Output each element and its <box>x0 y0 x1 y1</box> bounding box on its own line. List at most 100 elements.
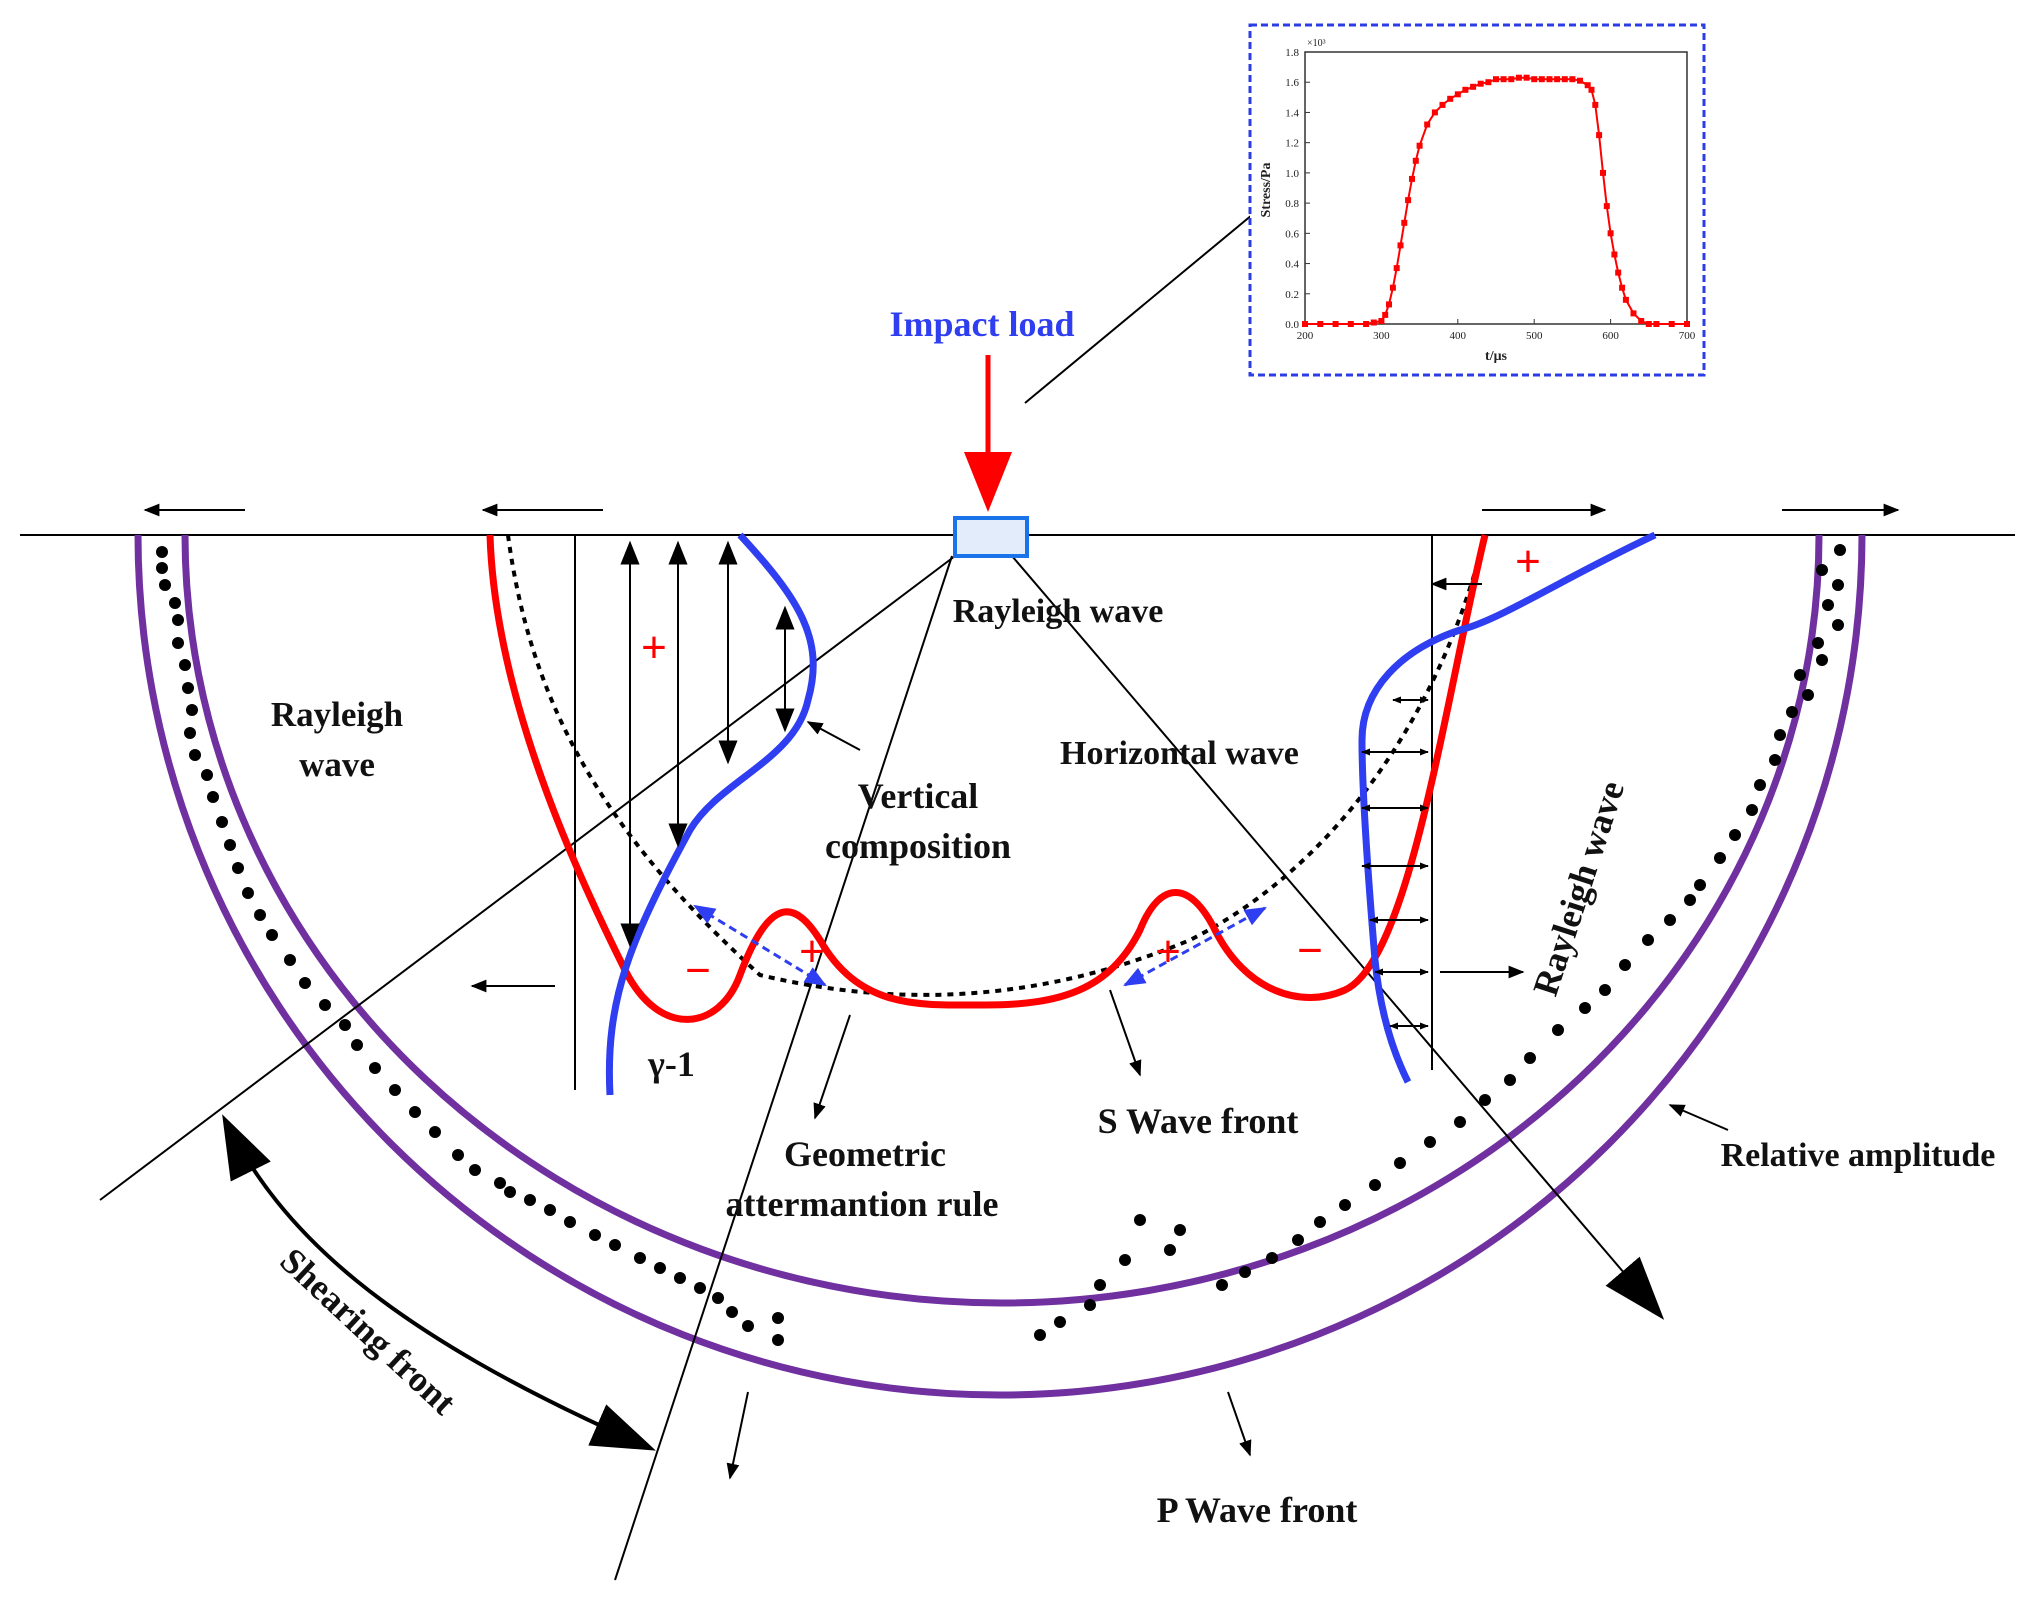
inset-stress-point <box>1603 203 1610 210</box>
inset-stress-point <box>1439 101 1446 108</box>
plus-sign-right-top: + <box>1515 537 1541 586</box>
inset-y-tick-label: 0.2 <box>1285 289 1299 301</box>
inset-stress-point <box>1684 321 1690 327</box>
amplitude-dot <box>339 1019 351 1031</box>
amplitude-dot <box>544 1204 556 1216</box>
rayleigh-wave-right-label: Rayleigh wave <box>1525 776 1632 1000</box>
amplitude-dot <box>1266 1252 1278 1264</box>
amplitude-dot <box>189 749 201 761</box>
geometric-rule-pointer <box>813 1014 851 1120</box>
inset-stress-point <box>1454 91 1461 98</box>
inset-stress-point <box>1493 76 1499 83</box>
s-wave-front-pointer <box>1109 989 1142 1077</box>
inset-stress-point <box>1302 321 1308 327</box>
amplitude-dot <box>1832 579 1844 591</box>
amplitude-dot <box>1816 564 1828 576</box>
amplitude-dot <box>494 1177 506 1189</box>
plus-sign-middle-left: + <box>799 927 825 976</box>
inset-stress-point <box>1397 242 1404 249</box>
amplitude-dot <box>1714 852 1726 864</box>
amplitude-dot <box>1619 959 1631 971</box>
inset-x-tick-label: 200 <box>1297 330 1314 342</box>
rayleigh-wave-left-label-line2: wave <box>299 745 375 784</box>
inset-stress-point <box>1401 219 1408 226</box>
s-wave-front-label: S Wave front <box>1098 1101 1299 1141</box>
amplitude-dot <box>1239 1266 1251 1278</box>
amplitude-dot <box>1822 599 1834 611</box>
amplitude-dot <box>1832 619 1844 631</box>
inset-stress-point <box>1577 77 1583 84</box>
amplitude-dot <box>266 929 278 941</box>
amplitude-dot <box>182 682 194 694</box>
inset-stress-point <box>1538 76 1545 83</box>
amplitude-dot <box>452 1149 464 1161</box>
amplitude-dot <box>409 1106 421 1118</box>
inset-stress-point <box>1462 86 1469 93</box>
inset-stress-point <box>1619 284 1626 291</box>
amplitude-dot <box>1664 914 1676 926</box>
horizontal-arrows <box>1361 696 1429 1030</box>
inset-stress-point <box>1500 76 1507 83</box>
rayleigh-wave-left-label-line1: Rayleigh <box>271 695 403 734</box>
amplitude-dot <box>186 704 198 716</box>
horizontal-wave-label: Horizontal wave <box>1060 735 1299 772</box>
amplitude-dot <box>1314 1216 1326 1228</box>
inset-stress-point <box>1630 310 1637 317</box>
amplitude-dot <box>1054 1316 1066 1328</box>
inset-stress-point <box>1523 74 1530 81</box>
inset-x-tick-label: 600 <box>1602 330 1619 342</box>
amplitude-dot <box>1834 544 1846 556</box>
impact-load-label: Impact load <box>889 304 1074 344</box>
inset-stress-point <box>1600 169 1606 176</box>
inset-stress-point <box>1382 311 1389 318</box>
amplitude-dot <box>589 1229 601 1241</box>
amplitude-dot <box>1642 934 1654 946</box>
amplitude-dot <box>207 791 219 803</box>
amplitude-dot <box>179 659 191 671</box>
inset-stress-point <box>1645 321 1652 327</box>
amplitude-dot <box>742 1320 754 1332</box>
inset-x-axis-label: t/μs <box>1485 349 1507 364</box>
inset-stress-point <box>1546 76 1553 83</box>
amplitude-dot <box>1119 1254 1131 1266</box>
vertical-composition-pointer <box>806 721 861 751</box>
inset-stress-point <box>1347 321 1354 327</box>
inset-stress-point <box>1596 132 1603 139</box>
amplitude-dot <box>1816 654 1828 666</box>
inset-stress-point <box>1485 79 1492 86</box>
inset-stress-point <box>1431 109 1438 116</box>
amplitude-dot <box>1394 1157 1406 1169</box>
inset-multiplier: ×10³ <box>1307 38 1326 49</box>
inset-stress-point <box>1615 269 1622 276</box>
amplitude-dot <box>1094 1279 1106 1291</box>
vertical-composition-blue-curve <box>605 532 817 1096</box>
horizontal-wave-blue-curve <box>1358 531 1657 1084</box>
inset-y-tick-label: 0.0 <box>1285 319 1299 331</box>
amplitude-dot <box>1684 894 1696 906</box>
amplitude-dot <box>1774 729 1786 741</box>
amplitude-dot <box>674 1272 686 1284</box>
amplitude-dot <box>1216 1279 1228 1291</box>
inset-stress-point <box>1386 301 1392 308</box>
inset-stress-point <box>1470 83 1477 90</box>
plus-sign-left: + <box>641 623 667 672</box>
inset-y-tick-label: 1.4 <box>1285 107 1299 119</box>
amplitude-dot <box>564 1216 576 1228</box>
amplitude-dot <box>1504 1074 1516 1086</box>
relative-amplitude-dots <box>156 544 1846 1346</box>
amplitude-dot <box>184 727 196 739</box>
inset-stress-point <box>1477 80 1484 87</box>
p-wave-front-outer-arc <box>134 534 1866 1399</box>
amplitude-dot <box>216 816 228 828</box>
inset-y-axis-label: Stress/Pa <box>1259 163 1274 218</box>
shear-front-diagonal-line <box>99 555 956 1201</box>
inset-y-tick-label: 1.6 <box>1285 77 1299 89</box>
inset-stress-point <box>1389 284 1396 291</box>
inset-stress-point <box>1412 157 1419 164</box>
amplitude-dot <box>1454 1116 1466 1128</box>
inset-y-tick-label: 1.2 <box>1285 138 1299 150</box>
inset-x-tick-label: 700 <box>1679 330 1696 342</box>
amplitude-dot <box>242 887 254 899</box>
